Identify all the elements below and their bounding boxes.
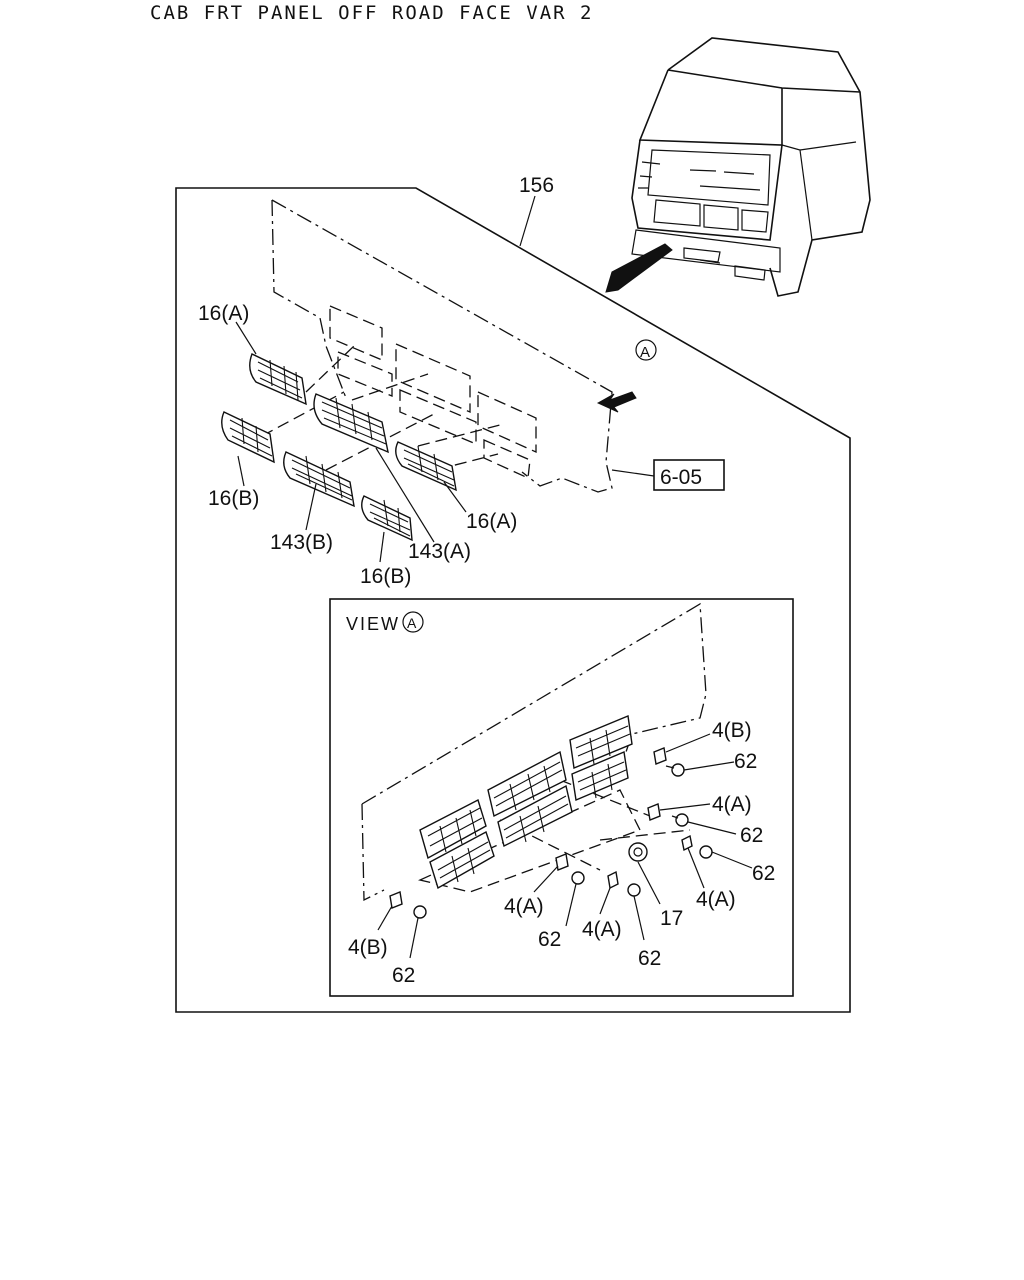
grille-143b-center-lower — [283, 451, 355, 508]
callout-16a-upper-left: 16(A) — [198, 302, 249, 325]
grille-16a-right — [395, 441, 457, 492]
page-title: CAB FRT PANEL OFF ROAD FACE VAR 2 — [150, 2, 594, 24]
grille-143a-center-upper — [313, 393, 389, 454]
callout-143b: 143(B) — [270, 531, 333, 554]
front-panel-156 — [261, 199, 613, 493]
callout-156: 156 — [519, 174, 554, 197]
label-4a-right: 4(A) — [696, 888, 736, 911]
ref-box-6-05 — [653, 459, 725, 491]
ref-box-label: 6-05 — [660, 466, 702, 489]
view-a-marker: A — [407, 615, 417, 631]
view-a-arrow — [596, 391, 637, 413]
truck-cab-illustration — [605, 37, 871, 297]
label-62-lower: 62 — [538, 928, 561, 951]
label-4a-bottom-center: 4(A) — [582, 918, 622, 941]
label-62-left: 62 — [392, 964, 415, 987]
label-62-right: 62 — [752, 862, 775, 885]
grille-16b-lower-left — [221, 411, 275, 464]
view-a-title: VIEW — [346, 614, 400, 634]
grille-16b-right — [361, 495, 413, 542]
label-62-bottom-center: 62 — [638, 947, 661, 970]
callout-143a: 143(A) — [408, 540, 471, 563]
label-62-mid: 62 — [740, 824, 763, 847]
label-4b-left: 4(B) — [348, 936, 388, 959]
callout-16a-right: 16(A) — [466, 510, 517, 533]
view-a-inset: VIEW A — [329, 598, 794, 997]
label-4a-lower: 4(A) — [504, 895, 544, 918]
view-marker-a: A — [640, 344, 650, 361]
callout-16b-lower-left: 16(B) — [208, 487, 259, 510]
label-17: 17 — [660, 907, 683, 930]
label-4b-top: 4(B) — [712, 719, 752, 742]
main-frame — [175, 187, 851, 1013]
grille-16a-upper-left — [249, 353, 307, 406]
callout-16b-right: 16(B) — [360, 565, 411, 588]
label-62-top: 62 — [734, 750, 757, 773]
label-4a-mid: 4(A) — [712, 793, 752, 816]
